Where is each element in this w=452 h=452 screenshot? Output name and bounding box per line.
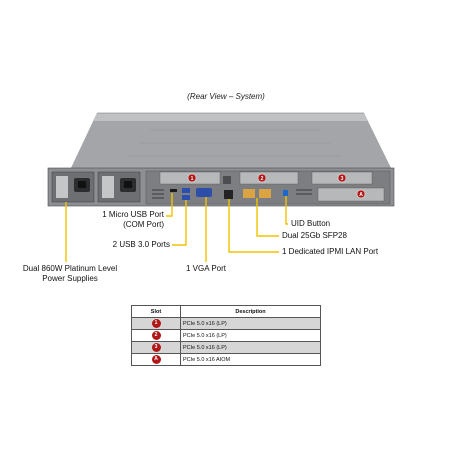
table-row: 1 PCIe 5.0 x16 (LP) (131, 317, 321, 330)
slot-badge: 2 (151, 331, 161, 340)
slot-description: PCIe 5.0 x16 (LP) (180, 341, 321, 354)
sfp-callout-line (256, 198, 279, 237)
vga-port (196, 188, 212, 197)
psu-label-line2: Power Supplies (42, 274, 98, 283)
aiom-slot-bracket (317, 187, 385, 202)
slot-badge-1: 1 (187, 173, 197, 183)
ipmi-label: 1 Dedicated IPMI LAN Port (282, 247, 379, 256)
uid-label: UID Button (291, 219, 331, 228)
micro-usb-label-line1: 1 Micro USB Port (102, 210, 164, 219)
ipmi-callout-line (228, 199, 279, 253)
usb3-label: 2 USB 3.0 Ports (112, 240, 170, 249)
svg-text:2: 2 (261, 176, 264, 182)
psu-label-line1: Dual 860W Platinum Level (22, 264, 118, 273)
chassis-top-cover (70, 113, 392, 170)
slot-badge: 1 (151, 319, 161, 328)
uid-button (283, 190, 288, 196)
table-row: 3 PCIe 5.0 x16 (LP) (131, 341, 321, 354)
sfp28-port-1 (243, 189, 255, 198)
micro-usb-callout-line (166, 193, 173, 217)
usb3-callout-line (172, 200, 187, 246)
micro-usb-port (170, 189, 177, 192)
description-column-header: Description (180, 305, 321, 318)
slot-column-header: Slot (131, 305, 181, 318)
slot-badge-2: 2 (257, 173, 267, 183)
table-row: 2 PCIe 5.0 x16 (LP) (131, 329, 321, 342)
svg-text:3: 3 (341, 176, 344, 182)
slot-badge-aiom: A (356, 189, 366, 199)
vga-label: 1 VGA Port (186, 264, 227, 273)
slot-table: Slot Description 1 PCIe 5.0 x16 (LP) 2 P… (131, 305, 321, 366)
slot-badge-3: 3 (337, 173, 347, 183)
micro-usb-label-line2: (COM Port) (123, 220, 164, 229)
slot-table-header-row: Slot Description (131, 305, 321, 318)
micro-usb-label: 1 Micro USB Port (COM Port) (86, 210, 164, 230)
ipmi-lan-port (224, 190, 233, 199)
psu-label: Dual 860W Platinum Level Power Supplies (18, 264, 122, 284)
chassis-top-panel (93, 113, 368, 121)
slot-table-container: Slot Description 1 PCIe 5.0 x16 (LP) 2 P… (131, 305, 321, 366)
pcie-slot-2-bracket (239, 171, 299, 185)
svg-text:A: A (359, 192, 363, 198)
sfp28-port-2 (259, 189, 271, 198)
svg-text:1: 1 (191, 176, 194, 182)
usb3-port-2 (182, 195, 190, 200)
slot-badge: A (151, 355, 161, 364)
slot-description: PCIe 5.0 x16 (LP) (180, 329, 321, 342)
slot-description: PCIe 5.0 x16 AIOM (180, 353, 321, 366)
sfp-label: Dual 25Gb SFP28 (282, 231, 347, 240)
usb3-port-1 (182, 188, 190, 193)
table-row: A PCIe 5.0 x16 AIOM (131, 353, 321, 366)
uid-callout-line (285, 196, 288, 225)
slot-description: PCIe 5.0 x16 (LP) (180, 317, 321, 330)
slot-badge: 3 (151, 343, 161, 352)
figure-caption: (Rear View – System) (187, 92, 265, 101)
